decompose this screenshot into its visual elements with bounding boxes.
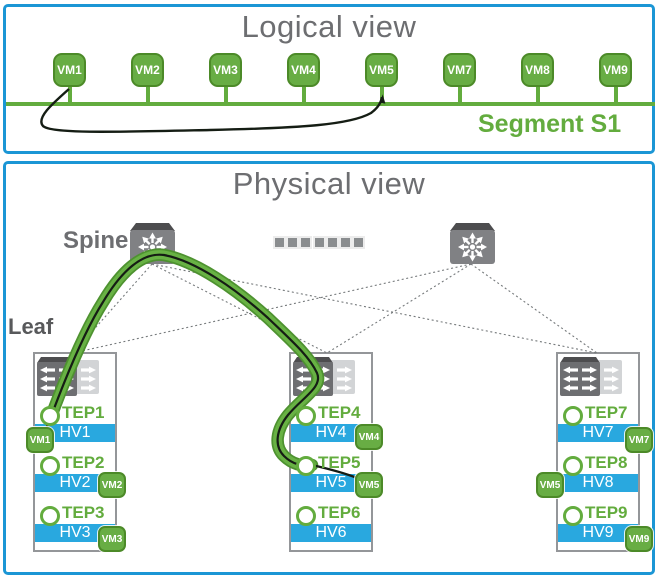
- vm-badge-vm9: VM9: [599, 53, 632, 87]
- tep-label-tep1: TEP1: [62, 403, 105, 422]
- tep-circle-tep5: [296, 456, 316, 476]
- vm-badge-physical-vm2-on-hv2: VM2: [98, 472, 126, 498]
- tep-circle-tep6: [296, 506, 316, 526]
- spine-switch-1: [129, 222, 176, 270]
- vm-stem: [380, 85, 384, 103]
- logical-view-title: Logical view: [241, 9, 417, 44]
- logical-view-panel: [3, 4, 655, 154]
- vm-badge-vm3: VM3: [209, 53, 242, 87]
- hv-bar-hv7: HV7: [558, 424, 638, 442]
- vm-stem: [224, 85, 228, 103]
- vm-badge-physical-vm9-on-hv9: VM9: [625, 526, 653, 552]
- tep-label-tep4: TEP4: [318, 403, 361, 422]
- vm-badge-vm2: VM2: [131, 53, 164, 87]
- vm-badge-physical-vm4-on-hv4: VM4: [355, 424, 383, 450]
- vm-badge-vm7: VM7: [443, 53, 476, 87]
- ellipsis-dot: [339, 236, 352, 249]
- hv-bar-hv3: HV3: [35, 524, 115, 542]
- segment-s1-label: Segment S1: [478, 110, 622, 138]
- tep-circle-tep7: [563, 406, 583, 426]
- physical-view-title: Physical view: [232, 166, 426, 201]
- vm-badge-physical-vm1-on-hv1: VM1: [26, 427, 54, 453]
- tep-circle-tep1: [40, 406, 60, 426]
- spine-switch-icon: [130, 223, 175, 264]
- tep-circle-tep9: [563, 506, 583, 526]
- vm-stem: [458, 85, 462, 103]
- tep-circle-tep8: [563, 456, 583, 476]
- vm-badge-physical-vm7-on-hv7: VM7: [625, 427, 653, 453]
- ellipsis-dot: [286, 236, 300, 249]
- leaf-switch-1: [37, 356, 101, 405]
- leaf-switch-2: [293, 356, 357, 405]
- vm-badge-physical-vm5-on-hv5: VM5: [355, 472, 383, 498]
- vm-stem: [146, 85, 150, 103]
- vm-badge-vm4: VM4: [287, 53, 320, 87]
- leaf-switch-icon: [37, 357, 99, 396]
- tep-label-tep9: TEP9: [585, 503, 628, 522]
- leaf-label: Leaf: [8, 314, 54, 339]
- ellipsis-dot: [273, 236, 286, 249]
- hv-bar-hv8: HV8: [558, 474, 638, 492]
- ellipsis-dot: [299, 236, 313, 249]
- hv-bar-hv9: HV9: [558, 524, 638, 542]
- leaf-switch-3: [560, 356, 624, 405]
- tep-circle-tep4: [296, 406, 316, 426]
- vm-stem: [68, 85, 72, 103]
- spine-switch-2: [449, 222, 496, 270]
- vm-badge-vm5: VM5: [365, 53, 398, 87]
- vm-badge-vm8: VM8: [521, 53, 554, 87]
- tep-circle-tep3: [40, 506, 60, 526]
- vm-stem: [302, 85, 306, 103]
- tep-label-tep5: TEP5: [318, 453, 361, 472]
- ellipsis-dot: [312, 236, 326, 249]
- tep-label-tep7: TEP7: [585, 403, 628, 422]
- tep-circle-tep2: [40, 456, 60, 476]
- vm-stem: [614, 85, 618, 103]
- tep-label-tep3: TEP3: [62, 503, 105, 522]
- ellipsis-dot: [352, 236, 366, 249]
- physical-view-panel: [3, 161, 655, 575]
- spine-switch-icon: [450, 223, 495, 264]
- tep-label-tep6: TEP6: [318, 503, 361, 522]
- vm-badge-physical-vm5-on-hv8: VM5: [536, 472, 564, 498]
- spine-label: Spine: [63, 227, 129, 254]
- vm-badge-vm1: VM1: [53, 53, 86, 87]
- ellipsis-dot: [325, 236, 339, 249]
- leaf-switch-icon: [560, 357, 622, 396]
- leaf-switch-icon: [293, 357, 355, 396]
- hv-bar-hv6: HV6: [291, 524, 371, 542]
- vm-stem: [536, 85, 540, 103]
- tep-label-tep8: TEP8: [585, 453, 628, 472]
- tep-label-tep2: TEP2: [62, 453, 105, 472]
- vm-badge-physical-vm3-on-hv3: VM3: [98, 526, 126, 552]
- segment-s1-line: [6, 102, 655, 106]
